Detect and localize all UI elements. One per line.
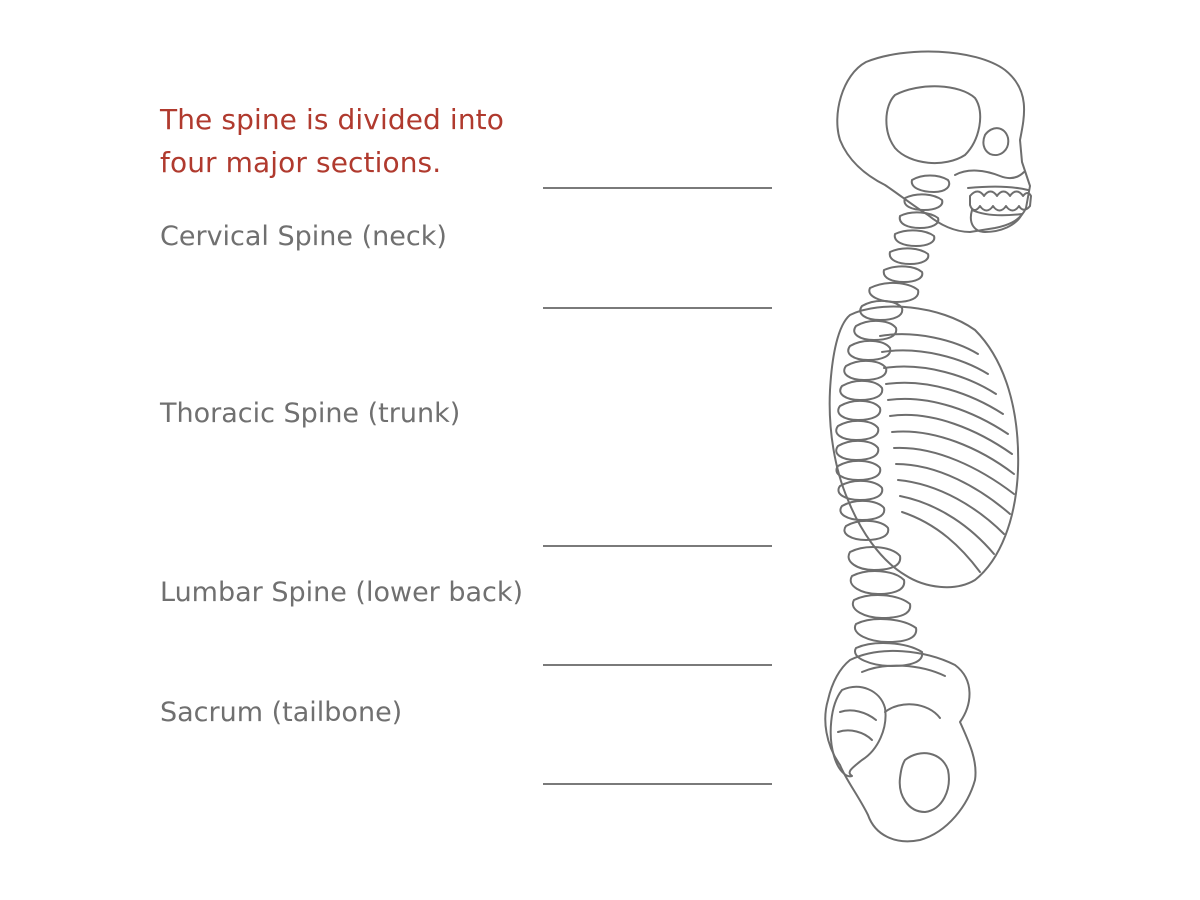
thoracic-vertebra xyxy=(859,300,904,321)
eye-socket xyxy=(982,127,1010,156)
rib xyxy=(901,511,981,573)
lumbar-vertebra xyxy=(847,546,902,571)
heading-line-2: four major sections. xyxy=(160,146,442,179)
skull-inner-contour xyxy=(885,85,982,165)
thoracic-vertebra xyxy=(843,520,890,541)
teeth-row xyxy=(969,190,1032,212)
label-sacrum: Sacrum (tailbone) xyxy=(160,697,403,728)
thoracic-vertebra xyxy=(839,380,884,401)
ilium-crest xyxy=(861,664,946,677)
obturator-foramen xyxy=(898,752,950,813)
rib xyxy=(879,333,979,355)
skull xyxy=(836,50,1032,233)
cervical-vertebra xyxy=(882,265,924,283)
heading-line-1: The spine is divided into xyxy=(160,103,504,136)
label-cervical-spine: Cervical Spine (neck) xyxy=(160,221,447,252)
pelvis-outline xyxy=(824,650,977,843)
skeleton-side-view-illustration xyxy=(824,50,1032,843)
acetabulum-contour xyxy=(884,703,941,719)
lower-jaw xyxy=(969,209,1023,233)
rib xyxy=(889,414,1013,455)
cervical-vertebra xyxy=(898,211,940,229)
divider-line-cervical-top xyxy=(543,187,772,189)
rib xyxy=(891,430,1015,475)
rib xyxy=(899,495,995,555)
rib xyxy=(895,463,1011,515)
pelvis xyxy=(824,650,977,843)
sacrum-segment-line xyxy=(839,709,877,721)
rib xyxy=(893,446,1015,495)
thoracic-vertebra xyxy=(835,420,880,441)
cervical-vertebra xyxy=(893,229,936,247)
upper-jaw xyxy=(967,185,1029,191)
cranium-outline xyxy=(836,50,1031,233)
sacrum-segment-line xyxy=(837,729,873,741)
rib xyxy=(883,365,997,395)
thoracic-vertebra xyxy=(843,360,888,381)
label-lumbar-spine: Lumbar Spine (lower back) xyxy=(160,577,524,608)
thoracic-vertebra xyxy=(835,460,882,481)
rib xyxy=(885,381,1004,415)
cervical-vertebra xyxy=(868,282,920,303)
thoracic-vertebra xyxy=(837,480,884,501)
thoracic-vertebra xyxy=(853,320,898,341)
diagram-heading: The spine is divided into four major sec… xyxy=(160,98,580,184)
sacrum xyxy=(829,685,887,778)
thoracic-vertebra xyxy=(837,400,882,421)
lumbar-vertebra xyxy=(851,594,912,619)
thoracic-vertebra xyxy=(835,440,880,461)
thoracic-vertebra xyxy=(839,500,886,521)
cervical-vertebrae xyxy=(868,174,951,303)
cervical-vertebra xyxy=(903,193,944,211)
rib xyxy=(887,397,1009,435)
rib-cage xyxy=(828,305,1020,589)
divider-line-lumbar-sacrum xyxy=(543,664,772,666)
rib xyxy=(881,349,989,375)
label-thoracic-spine: Thoracic Spine (trunk) xyxy=(160,398,461,429)
divider-line-thoracic-lumbar xyxy=(543,545,772,547)
cervical-vertebra xyxy=(910,174,951,193)
lumbar-vertebra xyxy=(853,618,918,643)
rib xyxy=(897,479,1005,535)
rib-cage-outline xyxy=(828,305,1020,589)
cervical-vertebra xyxy=(888,247,930,265)
thoracic-vertebrae xyxy=(835,300,904,541)
divider-line-sacrum-bottom xyxy=(543,783,772,785)
cheekbone xyxy=(954,169,1025,180)
lumbar-vertebra xyxy=(854,642,924,667)
lumbar-vertebra xyxy=(849,570,906,595)
divider-line-cervical-thoracic xyxy=(543,307,772,309)
lumbar-vertebrae xyxy=(847,546,924,667)
thoracic-vertebra xyxy=(847,340,892,361)
